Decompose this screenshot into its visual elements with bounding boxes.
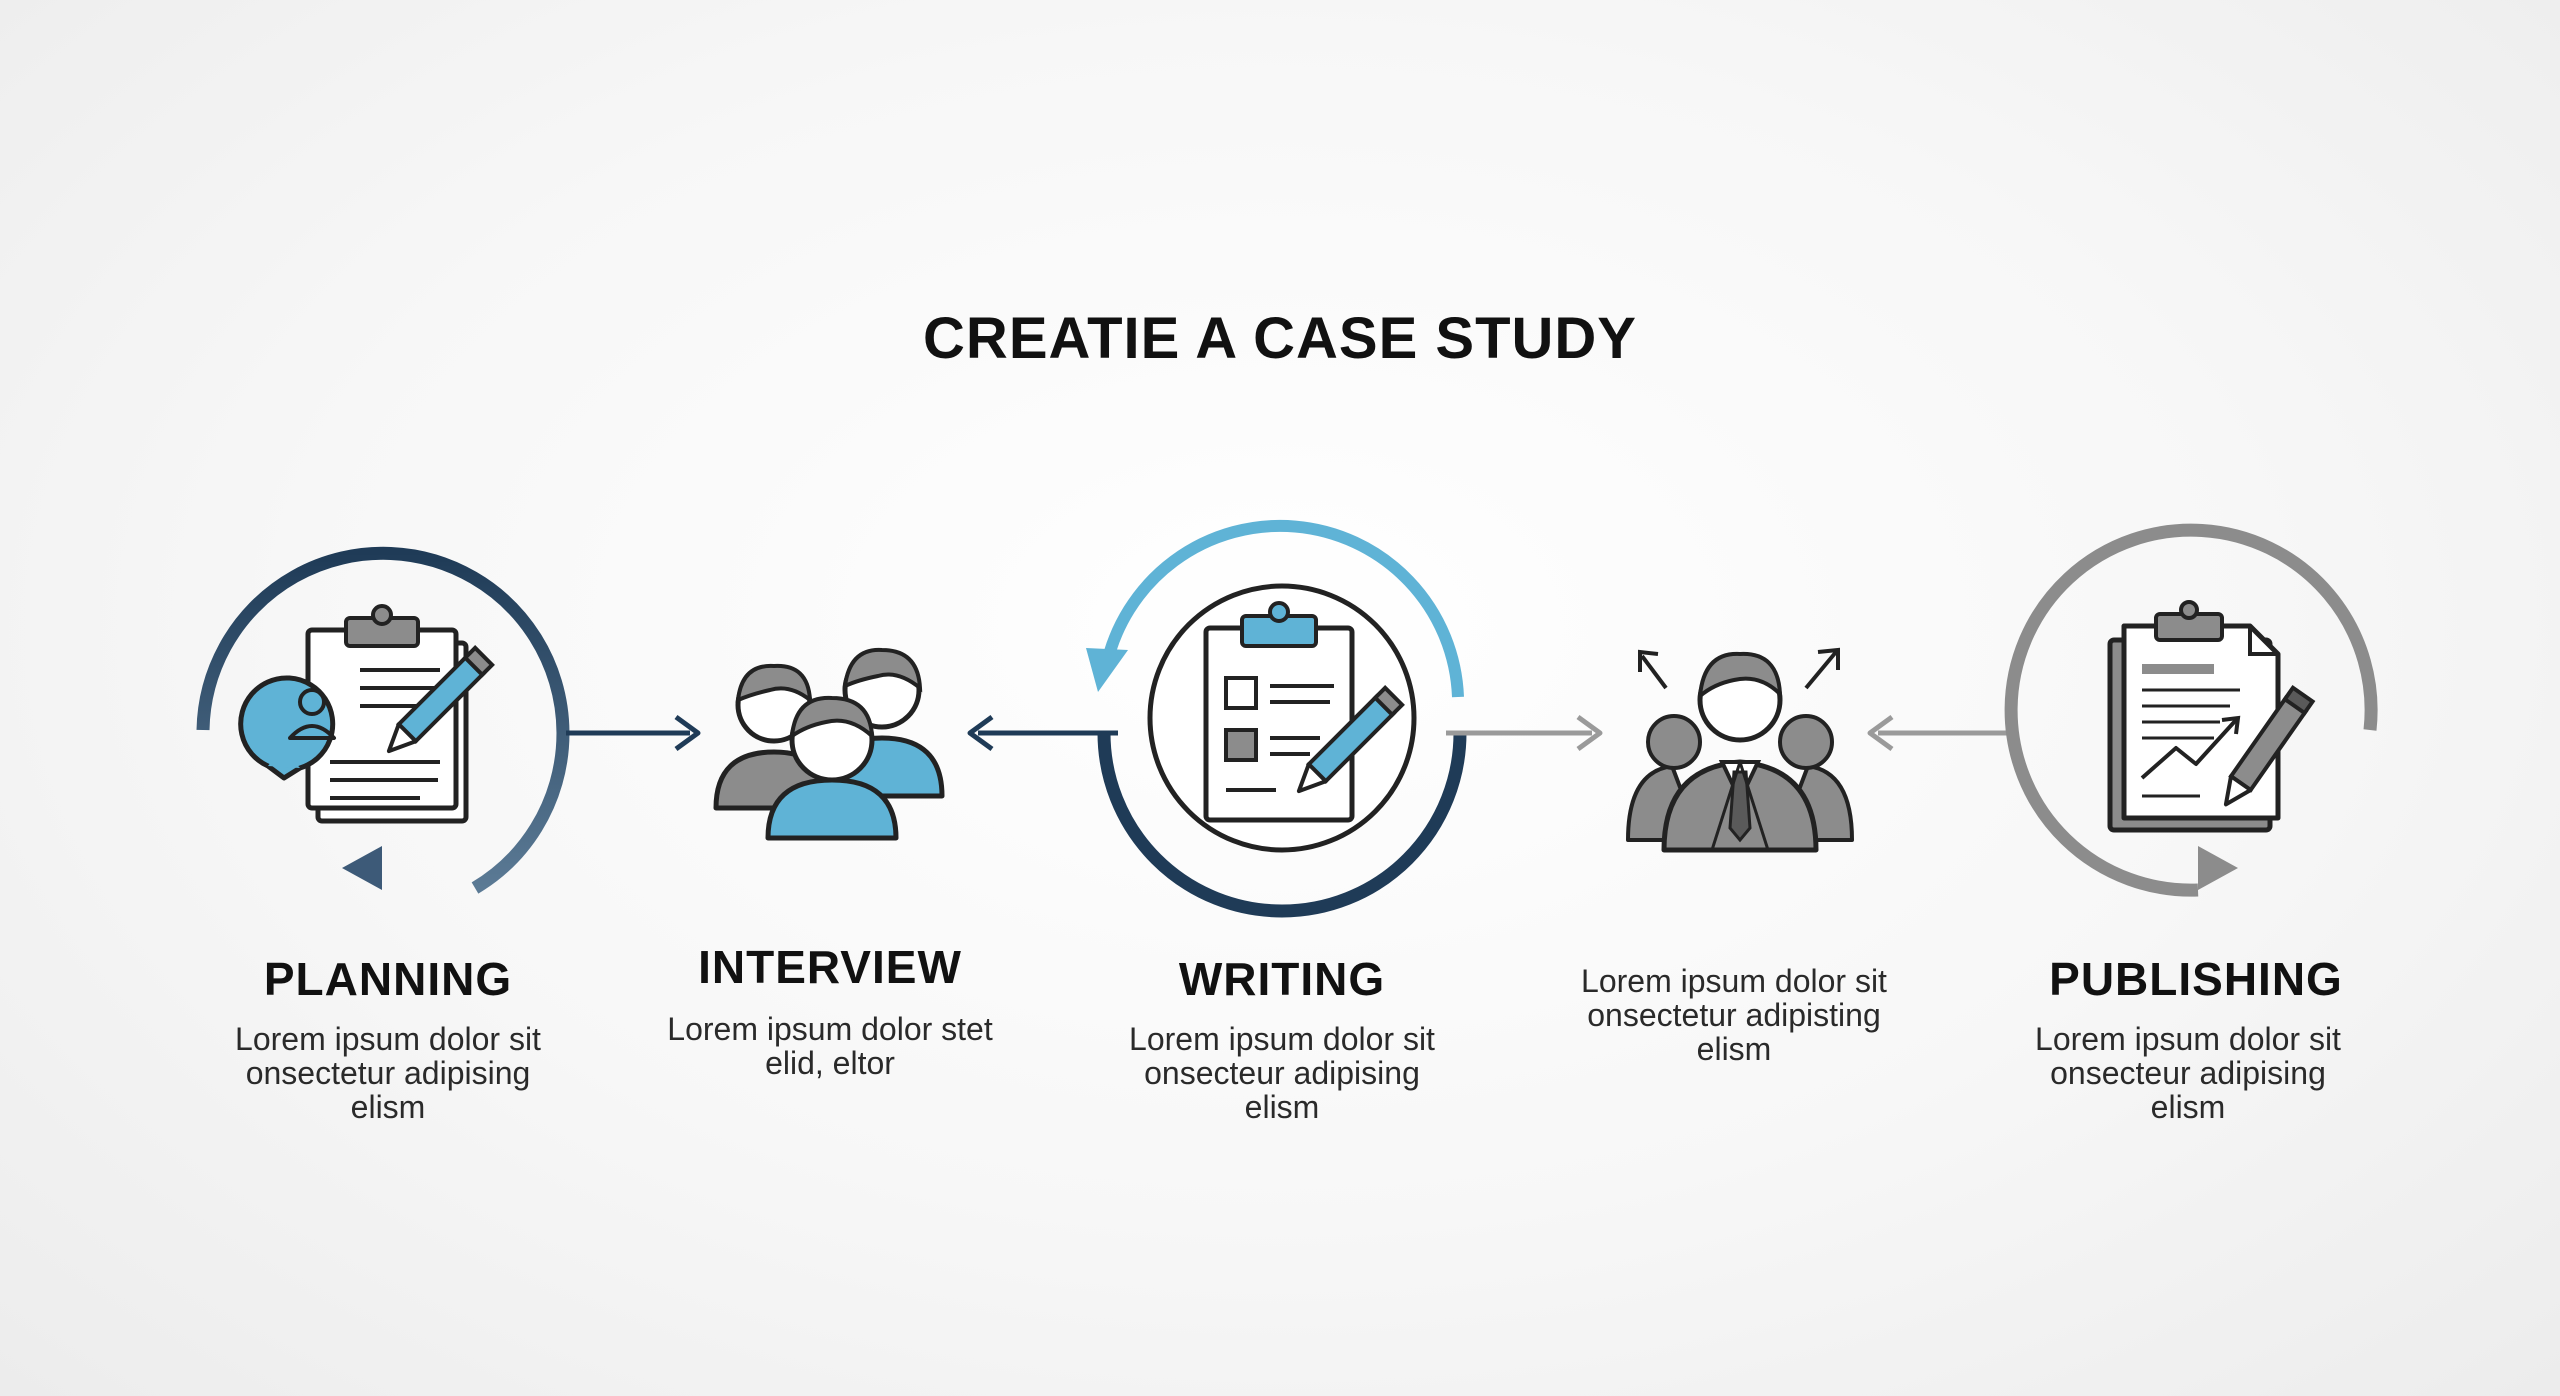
description-line: elism <box>2150 1089 2226 1125</box>
description-line: elism <box>1696 1031 1772 1067</box>
arrow-planning-to-interview <box>566 714 701 752</box>
step-description: Lorem ipsum dolor sit onsecteur adipisin… <box>1022 1022 1542 1124</box>
step-title: INTERVIEW <box>698 941 962 993</box>
people-group-icon <box>713 647 945 841</box>
step-description: Lorem ipsum dolor sit onsectetur adipisi… <box>128 1022 648 1124</box>
arrow-writing-to-step4 <box>1446 714 1603 752</box>
publishing-cycle-ring <box>2004 523 2378 897</box>
clipboard-checklist-pencil-icon <box>1203 601 1405 823</box>
description-line: Lorem ipsum dolor sit <box>235 1021 541 1057</box>
description-line: Lorem ipsum dolor sit <box>1581 963 1887 999</box>
planning-cycle-ring <box>196 546 570 894</box>
clipboard-user-pencil-icon <box>238 604 495 824</box>
description-line: elism <box>350 1089 426 1125</box>
step-description: Lorem ipsum dolor sit onsecteur adipisin… <box>1928 1022 2448 1124</box>
description-line: Lorem ipsum dolor stet <box>667 1011 993 1047</box>
description-line: onsecteur adipising <box>2050 1055 2326 1091</box>
businessman-team-icon <box>1626 647 1854 853</box>
step-title: PLANNING <box>263 953 513 1005</box>
arrow-publishing-to-step4 <box>1867 714 2012 752</box>
description-line: Lorem ipsum dolor sit <box>2035 1021 2341 1057</box>
step-description: Lorem ipsum dolor sit onsectetur adipist… <box>1474 964 1994 1066</box>
document-chart-pencil-icon <box>2107 600 2316 833</box>
step-title: PUBLISHING <box>2049 953 2343 1005</box>
step-title: WRITING <box>1178 953 1386 1005</box>
description-line: onsecteur adipising <box>1144 1055 1420 1091</box>
arrow-writing-to-interview <box>967 714 1118 752</box>
diagram-title: CREATIE A CASE STUDY <box>923 306 1637 371</box>
step-description: Lorem ipsum dolor stet elid, eltor <box>570 1012 1090 1080</box>
description-line: onsectetur adipisting <box>1587 997 1881 1033</box>
description-line: elid, eltor <box>765 1045 895 1081</box>
description-line: onsectetur adipising <box>245 1055 531 1091</box>
description-line: elism <box>1244 1089 1320 1125</box>
description-line: Lorem ipsum dolor sit <box>1129 1021 1435 1057</box>
